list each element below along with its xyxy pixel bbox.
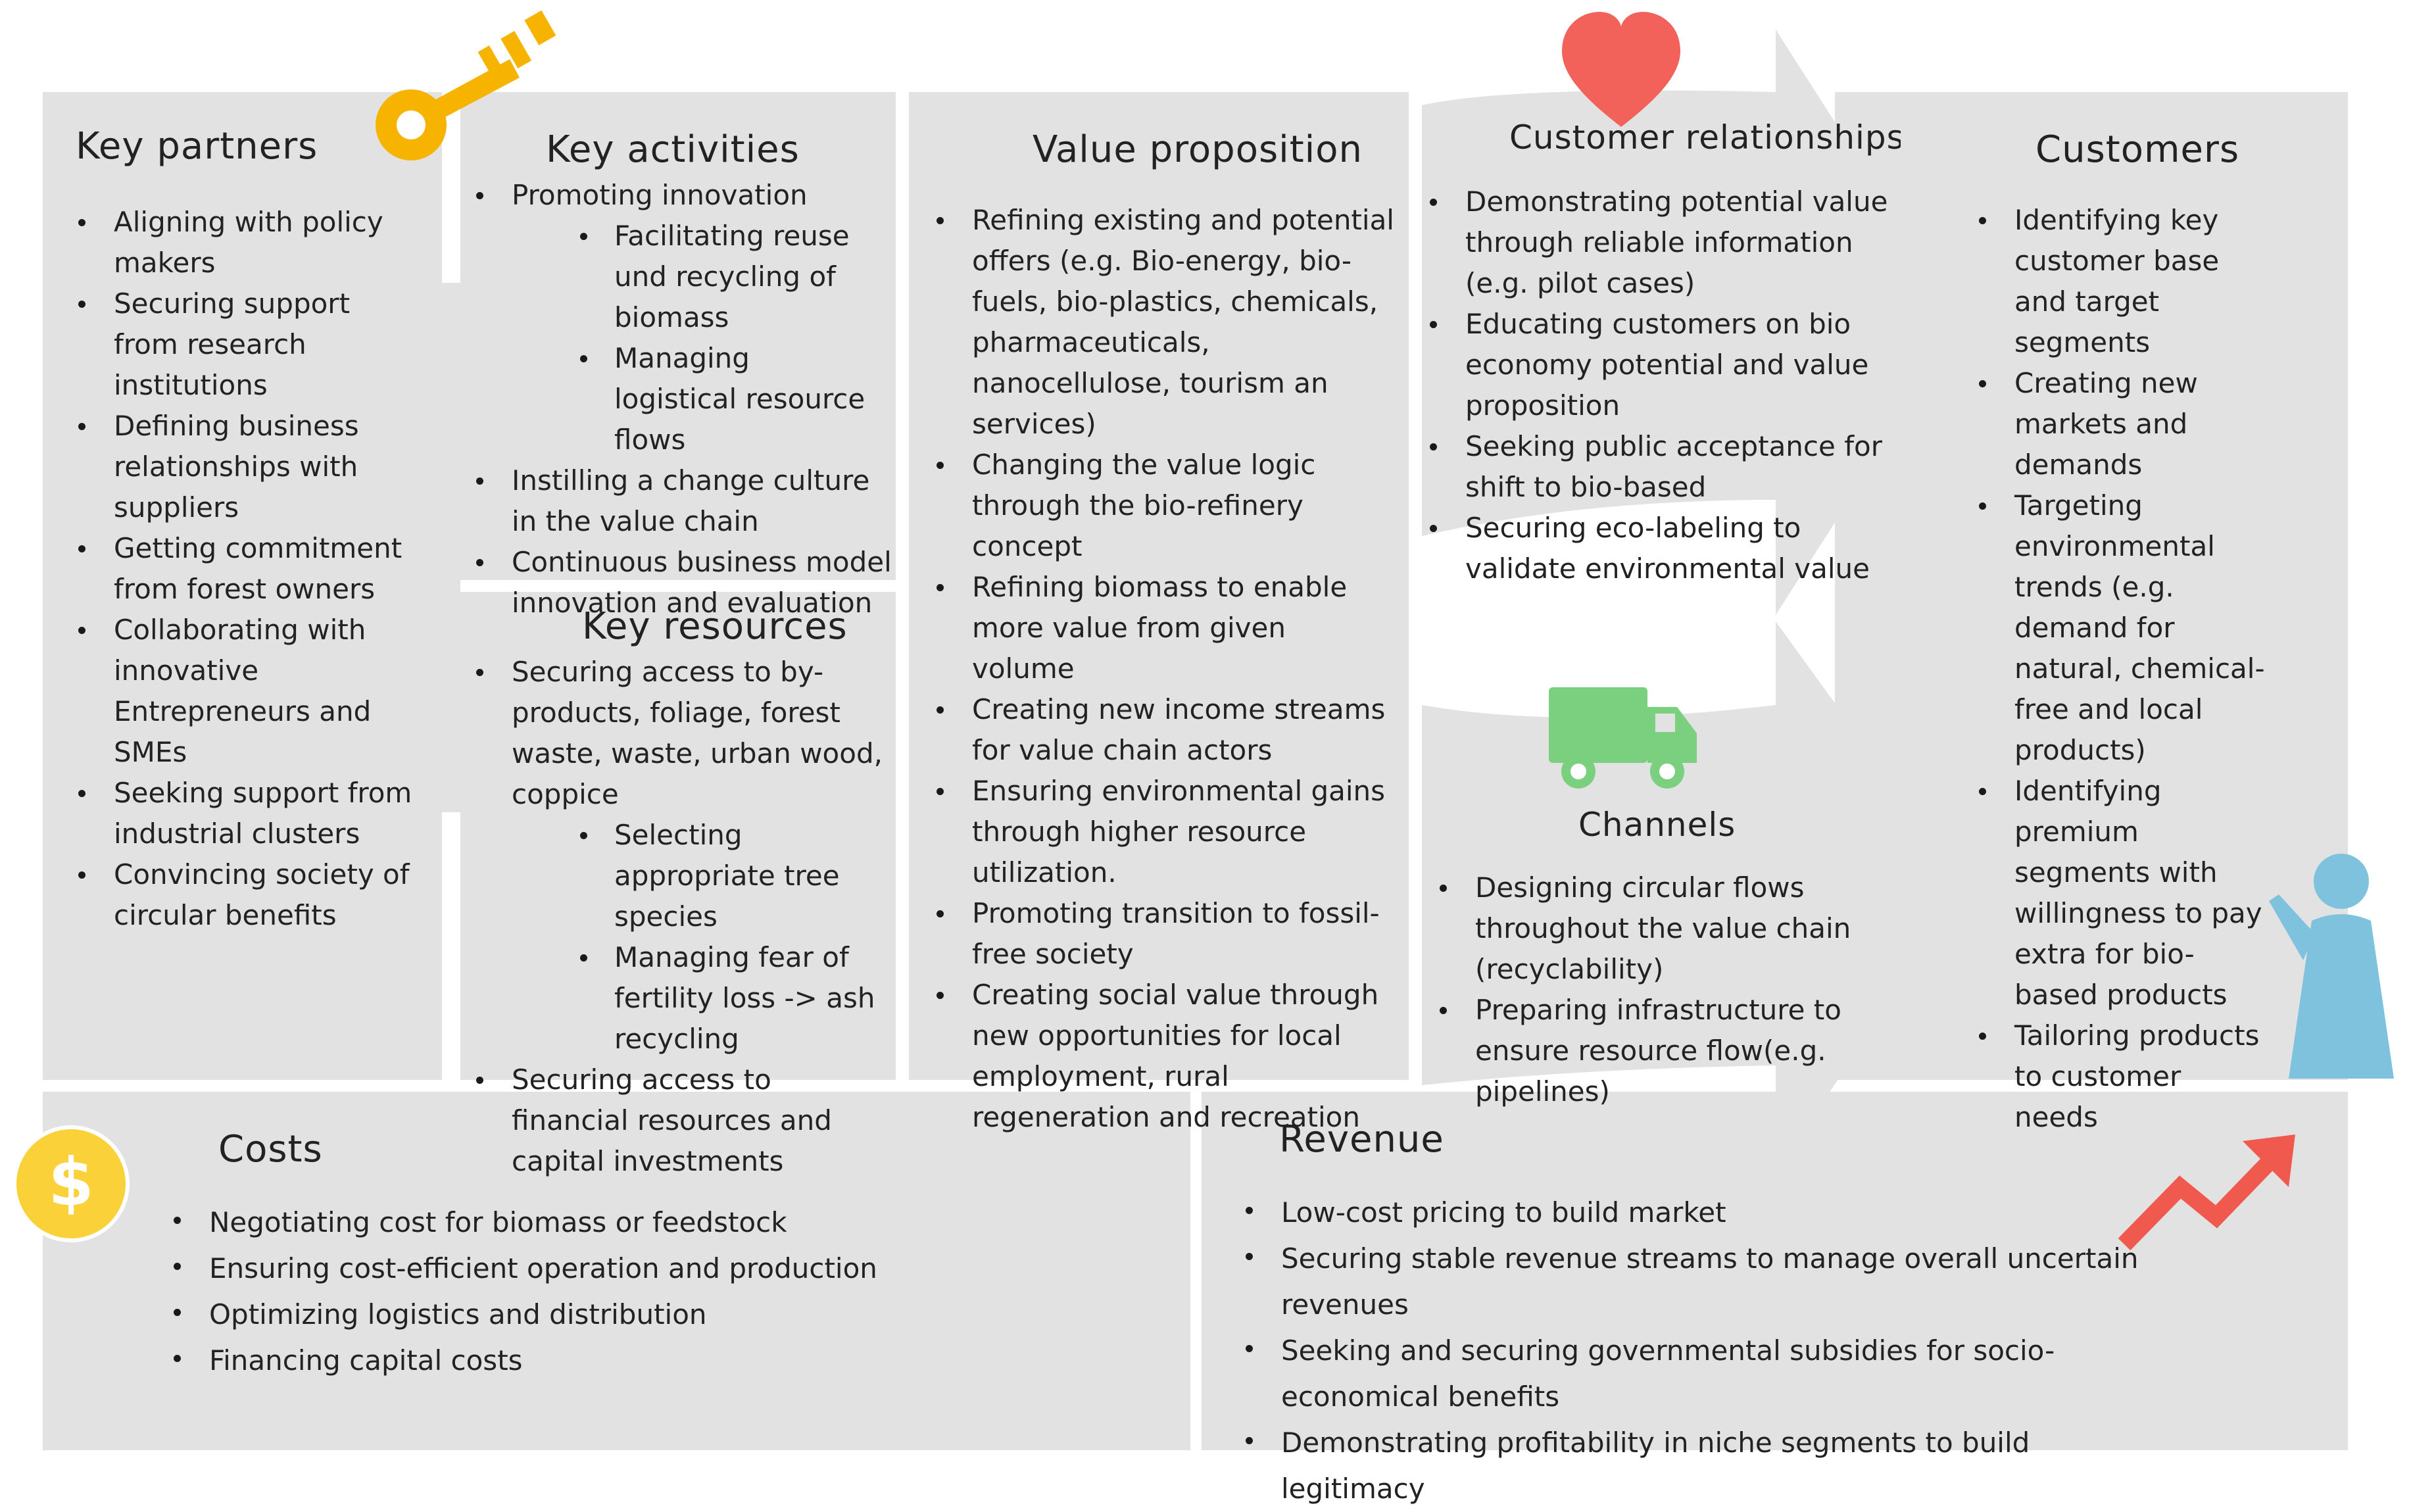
heart-icon — [1562, 12, 1680, 127]
list-item: Creating social value through new opport… — [934, 975, 1394, 1138]
value-proposition-title: Value proposition — [1033, 128, 1363, 171]
list-item: Educating customers on bio economy poten… — [1427, 304, 1901, 426]
key-icon — [376, 10, 556, 160]
key-activities-title: Key activities — [546, 128, 800, 171]
list-item: Selecting appropriate tree species — [474, 815, 894, 937]
list-item: Tailoring products to customer needs — [1976, 1015, 2272, 1138]
list-item: Securing support from research instituti… — [76, 283, 418, 406]
list-item: Seeking support from industrial clusters — [76, 773, 418, 854]
customer-relationships-title: Customer relationships — [1509, 118, 1901, 157]
list-item: Identifying premium segments with willin… — [1976, 771, 2272, 1015]
key-activities-panel — [460, 92, 896, 580]
trend-up-arrow-icon — [2118, 1134, 2295, 1251]
key-resources-title: Key resources — [582, 605, 848, 648]
customer-relationships-arrow — [1422, 30, 1963, 615]
key-activities-list: Promoting innovation Facilitating reuse … — [474, 175, 894, 623]
list-item: Securing eco-labeling to validate enviro… — [1427, 508, 1901, 589]
list-item: Securing stable revenue streams to manag… — [1243, 1236, 2177, 1328]
channels-title: Channels — [1578, 806, 1736, 844]
list-item: Defining business relationships with sup… — [76, 406, 418, 528]
revenue-panel — [1202, 1092, 2348, 1450]
channels-list: Designing circular flows throughout the … — [1437, 867, 1897, 1112]
key-activities-section: Key activities Promoting innovation Faci… — [474, 128, 894, 623]
list-item: Identifying key customer base and target… — [1976, 200, 2272, 363]
value-proposition-panel — [909, 92, 1409, 1080]
list-item: Managing fear of fertility loss -> ash r… — [474, 937, 894, 1060]
costs-list: Negotiating cost for biomass or feedstoc… — [171, 1200, 1157, 1384]
list-item: Designing circular flows throughout the … — [1437, 867, 1897, 990]
customers-title: Customers — [2035, 128, 2240, 171]
value-proposition-section: Value proposition Refining existing and … — [934, 128, 1394, 1138]
icons: $ — [12, 10, 2394, 1251]
key-partners-panel — [43, 92, 556, 1080]
customer-relationships-list: Demonstrating potential value through re… — [1427, 182, 1901, 589]
revenue-section: Revenue Low-cost pricing to build market… — [1243, 1118, 2177, 1512]
list-item: Creating new markets and demands — [1976, 363, 2272, 485]
list-item: Instilling a change culture in the value… — [474, 460, 894, 542]
channels-section: Channels Designing circular flows throug… — [1437, 806, 1897, 1112]
costs-section: Costs Negotiating cost for biomass or fe… — [171, 1128, 1157, 1384]
list-item: Ensuring cost-efficient operation and pr… — [171, 1246, 1157, 1292]
revenue-title: Revenue — [1279, 1118, 1444, 1161]
truck-icon — [1549, 687, 1697, 789]
list-item: Convincing society of circular benefits — [76, 854, 418, 936]
list-item: Continuous business model innovation and… — [474, 542, 894, 623]
list-item: Seeking public acceptance for shift to b… — [1427, 426, 1901, 508]
list-item: Getting commitment from forest owners — [76, 528, 418, 610]
list-item: Refining biomass to enable more value fr… — [934, 567, 1394, 689]
dollar-coin-icon: $ — [12, 1125, 130, 1242]
key-partners-title: Key partners — [76, 125, 318, 168]
list-item: Facilitating reuse und recycling of biom… — [474, 216, 894, 338]
customers-section: Customers Identifying key customer base … — [1976, 128, 2272, 1138]
value-proposition-list: Refining existing and potential offers (… — [934, 200, 1394, 1138]
key-partners-list: Aligning with policy makers Securing sup… — [76, 202, 418, 936]
list-item: Financing capital costs — [171, 1338, 1157, 1384]
canvas-background: $ — [12, 10, 2394, 1450]
list-item: Changing the value logic through the bio… — [934, 445, 1394, 567]
customer-relationships-section: Customer relationships Demonstrating pot… — [1427, 118, 1901, 589]
list-item: Collaborating with innovative Entreprene… — [76, 610, 418, 773]
list-item: Demonstrating potential value through re… — [1427, 182, 1901, 304]
list-item: Preparing infrastructure to ensure resou… — [1437, 990, 1897, 1112]
revenue-list: Low-cost pricing to build market Securin… — [1243, 1190, 2177, 1512]
key-partners-section: Key partners Aligning with policy makers… — [76, 125, 418, 936]
list-item: Promoting transition to fossil-free soci… — [934, 893, 1394, 975]
list-item: Optimizing logistics and distribution — [171, 1292, 1157, 1338]
list-item: Aligning with policy makers — [76, 202, 418, 283]
list-item: Targeting environmental trends (e.g. dem… — [1976, 485, 2272, 771]
list-item: Seeking and securing governmental subsid… — [1243, 1328, 2177, 1420]
list-item: Negotiating cost for biomass or feedstoc… — [171, 1200, 1157, 1246]
list-item: Managing logistical resource flows — [474, 338, 894, 460]
panels — [43, 30, 2348, 1450]
key-resources-section: Key resources Securing access to by-prod… — [474, 605, 894, 1182]
list-item: Ensuring environmental gains through hig… — [934, 771, 1394, 893]
list-item: Refining existing and potential offers (… — [934, 200, 1394, 445]
list-item: Creating new income streams for value ch… — [934, 689, 1394, 771]
customers-list: Identifying key customer base and target… — [1976, 200, 2272, 1138]
svg-text:$: $ — [48, 1144, 94, 1221]
costs-title: Costs — [218, 1128, 323, 1171]
list-item: Low-cost pricing to build market — [1243, 1190, 2177, 1236]
list-item: Promoting innovation — [474, 175, 894, 216]
key-resources-list: Securing access to by-products, foliage,… — [474, 652, 894, 1182]
list-item: Demonstrating profitability in niche seg… — [1243, 1420, 2177, 1512]
person-waving-icon — [2269, 854, 2394, 1079]
list-item: Securing access to financial resources a… — [474, 1060, 894, 1182]
key-resources-panel — [460, 592, 896, 1080]
list-item: Securing access to by-products, foliage,… — [474, 652, 894, 815]
costs-panel — [43, 1092, 1190, 1450]
